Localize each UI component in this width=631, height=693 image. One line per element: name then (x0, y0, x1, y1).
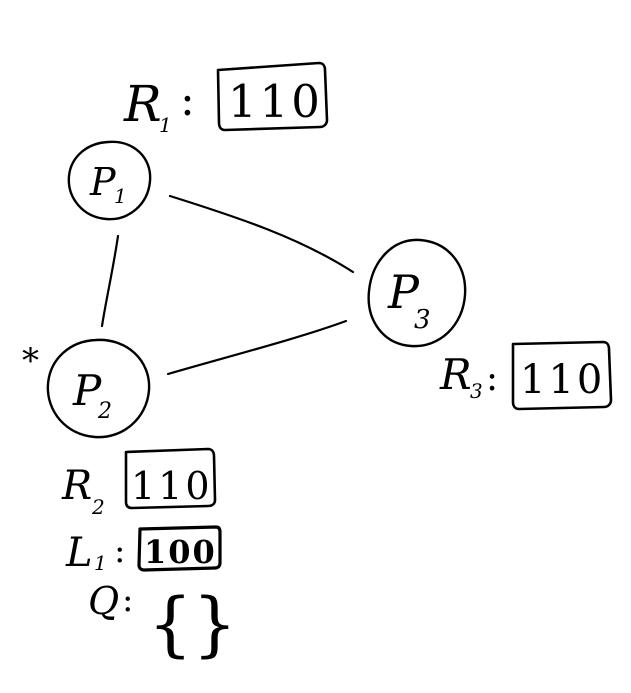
node-circle-p2 (46, 338, 151, 439)
edges (100, 194, 355, 376)
local-sep-l1: : (114, 531, 125, 571)
register-index-r1: 1 (159, 113, 172, 137)
node-circle-p3 (367, 238, 467, 348)
register-label-r2: R (61, 463, 92, 509)
local-l1: L 1 : 100 (65, 525, 222, 576)
register-value-r2: 110 (131, 464, 213, 508)
process-node-p2: P 2 * (22, 338, 151, 439)
edge-p1-p3 (168, 194, 355, 274)
edge-p2-p3 (166, 319, 348, 376)
register-label-r1: R (123, 75, 162, 133)
register-r2: R 2 110 (61, 447, 217, 519)
register-r3: R 3 : 110 (439, 340, 613, 411)
marker-asterisk-p2: * (22, 341, 39, 381)
queue-q: Q : {} (88, 579, 237, 665)
queue-sep-q: : (122, 580, 133, 620)
node-circle-p1 (67, 140, 152, 221)
register-index-r2: 2 (91, 495, 105, 519)
node-label-p2: P (72, 366, 102, 415)
process-node-p3: P 3 (367, 238, 467, 348)
register-sep-r1: : (180, 75, 195, 126)
process-node-p1: P 1 (67, 140, 152, 221)
node-label-p3: P (387, 265, 420, 319)
register-box-r2 (124, 447, 217, 510)
register-box-r3 (511, 340, 613, 411)
local-label-l1: L (65, 530, 93, 576)
node-index-p3: 3 (414, 305, 431, 335)
node-index-p2: 2 (97, 399, 112, 424)
register-r1: R 1 : 110 (123, 61, 329, 137)
local-value-l1: 100 (144, 533, 217, 571)
register-index-r3: 3 (470, 379, 483, 403)
register-value-r1: 110 (228, 75, 323, 128)
local-index-l1: 1 (94, 551, 107, 575)
queue-value-q: {} (148, 583, 237, 665)
node-index-p1: 1 (114, 184, 127, 208)
register-label-r3: R (439, 350, 472, 399)
register-box-r1 (216, 61, 329, 132)
register-value-r3: 110 (520, 357, 605, 403)
register-sep-r3: : (486, 358, 498, 399)
edge-p1-p2 (100, 234, 120, 328)
queue-label-q: Q (88, 579, 119, 623)
node-label-p1: P (89, 160, 117, 204)
local-box-l1 (137, 525, 222, 572)
